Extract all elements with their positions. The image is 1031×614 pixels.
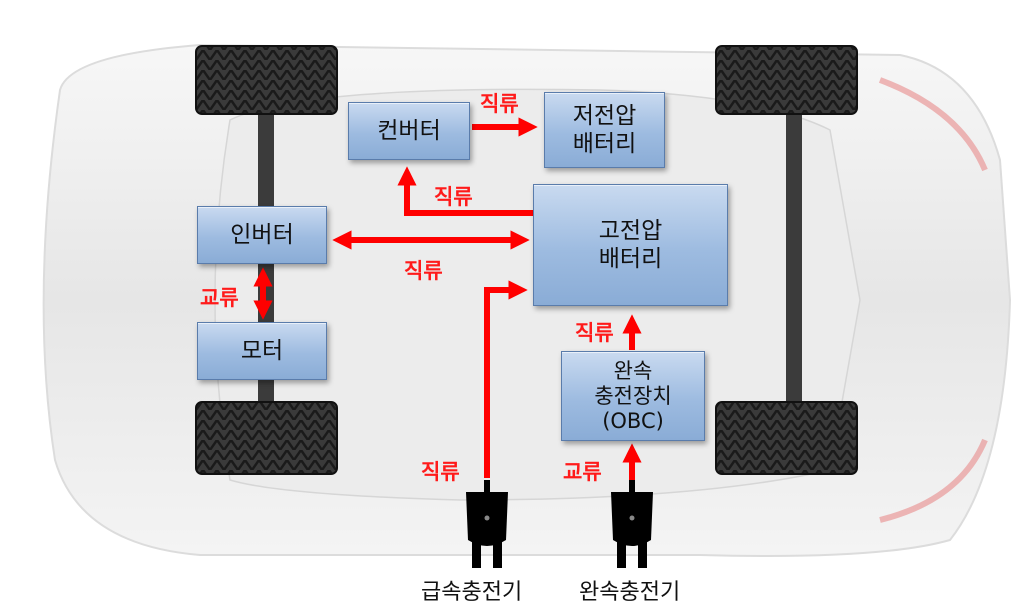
label-hv-converter: 직류	[434, 185, 473, 209]
label-inverter-motor: 교류	[200, 286, 239, 310]
high-voltage-battery-box: 고전압 배터리	[533, 184, 728, 306]
label-slow-obc: 교류	[563, 460, 602, 484]
obc-box: 완속 충전장치 (OBC)	[561, 351, 705, 441]
fast-charger-label: 급속충전기	[421, 580, 523, 605]
label-fast-hv: 직류	[421, 460, 460, 484]
arrow-hv-converter	[397, 166, 533, 216]
converter-box: 컨버터	[348, 102, 470, 160]
inverter-box: 인버터	[197, 206, 327, 264]
low-voltage-battery-box: 저전압 배터리	[544, 92, 665, 168]
label-inverter-hv: 직류	[404, 259, 443, 283]
arrow-fast-hv	[484, 280, 528, 478]
label-obc-hv: 직류	[575, 321, 614, 345]
label-converter-lv: 직류	[480, 92, 519, 116]
motor-box: 모터	[197, 322, 327, 380]
slow-charger-label: 완속충전기	[579, 580, 681, 605]
tire-icon	[195, 45, 858, 475]
